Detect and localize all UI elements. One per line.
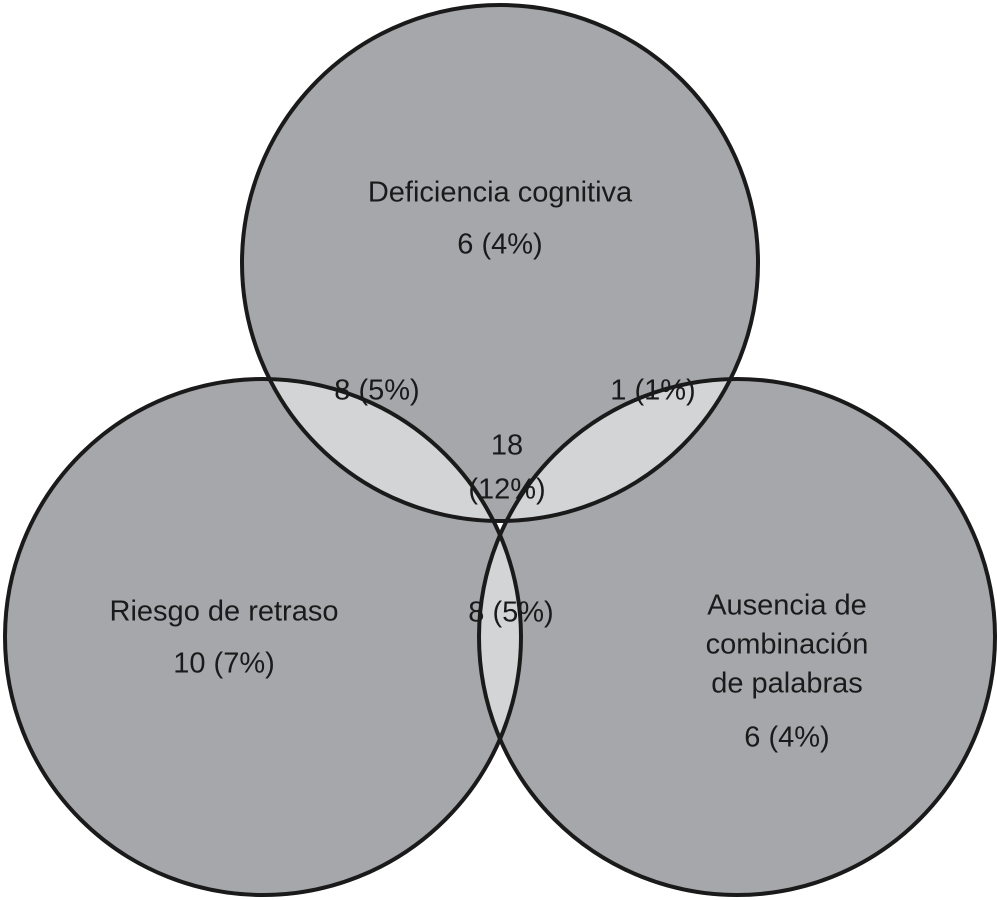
label-left-set-name: Riesgo de retraso — [110, 596, 339, 628]
label-overlap-top-left: 8 (5%) — [334, 375, 419, 407]
label-right-set-name-line3: de palabras — [711, 668, 863, 700]
label-right-set-name-line2: combinación — [706, 629, 869, 661]
label-right-set-name-line1: Ausencia de — [707, 590, 867, 622]
label-overlap-left-right: 8 (5%) — [468, 597, 553, 629]
label-overlap-center-count: 18 — [491, 430, 523, 462]
label-overlap-top-right: 1 (1%) — [610, 375, 695, 407]
label-top-set-value: 6 (4%) — [457, 229, 542, 261]
label-top-set-name: Deficiencia cognitiva — [368, 177, 633, 209]
label-right-set-value: 6 (4%) — [744, 722, 829, 754]
venn-circle-outlines — [3, 3, 997, 897]
circle-right — [479, 379, 995, 895]
circle-top — [242, 5, 758, 521]
circle-top-outline — [240, 3, 760, 523]
venn-labels: Deficiencia cognitiva 6 (4%) Riesgo de r… — [110, 177, 869, 754]
circle-left — [5, 379, 521, 895]
label-overlap-center-percent: (12%) — [468, 474, 545, 506]
label-left-set-value: 10 (7%) — [173, 648, 275, 680]
circle-left-outline — [3, 377, 523, 897]
circle-right-outline — [477, 377, 997, 897]
venn-base-circles — [5, 5, 995, 895]
